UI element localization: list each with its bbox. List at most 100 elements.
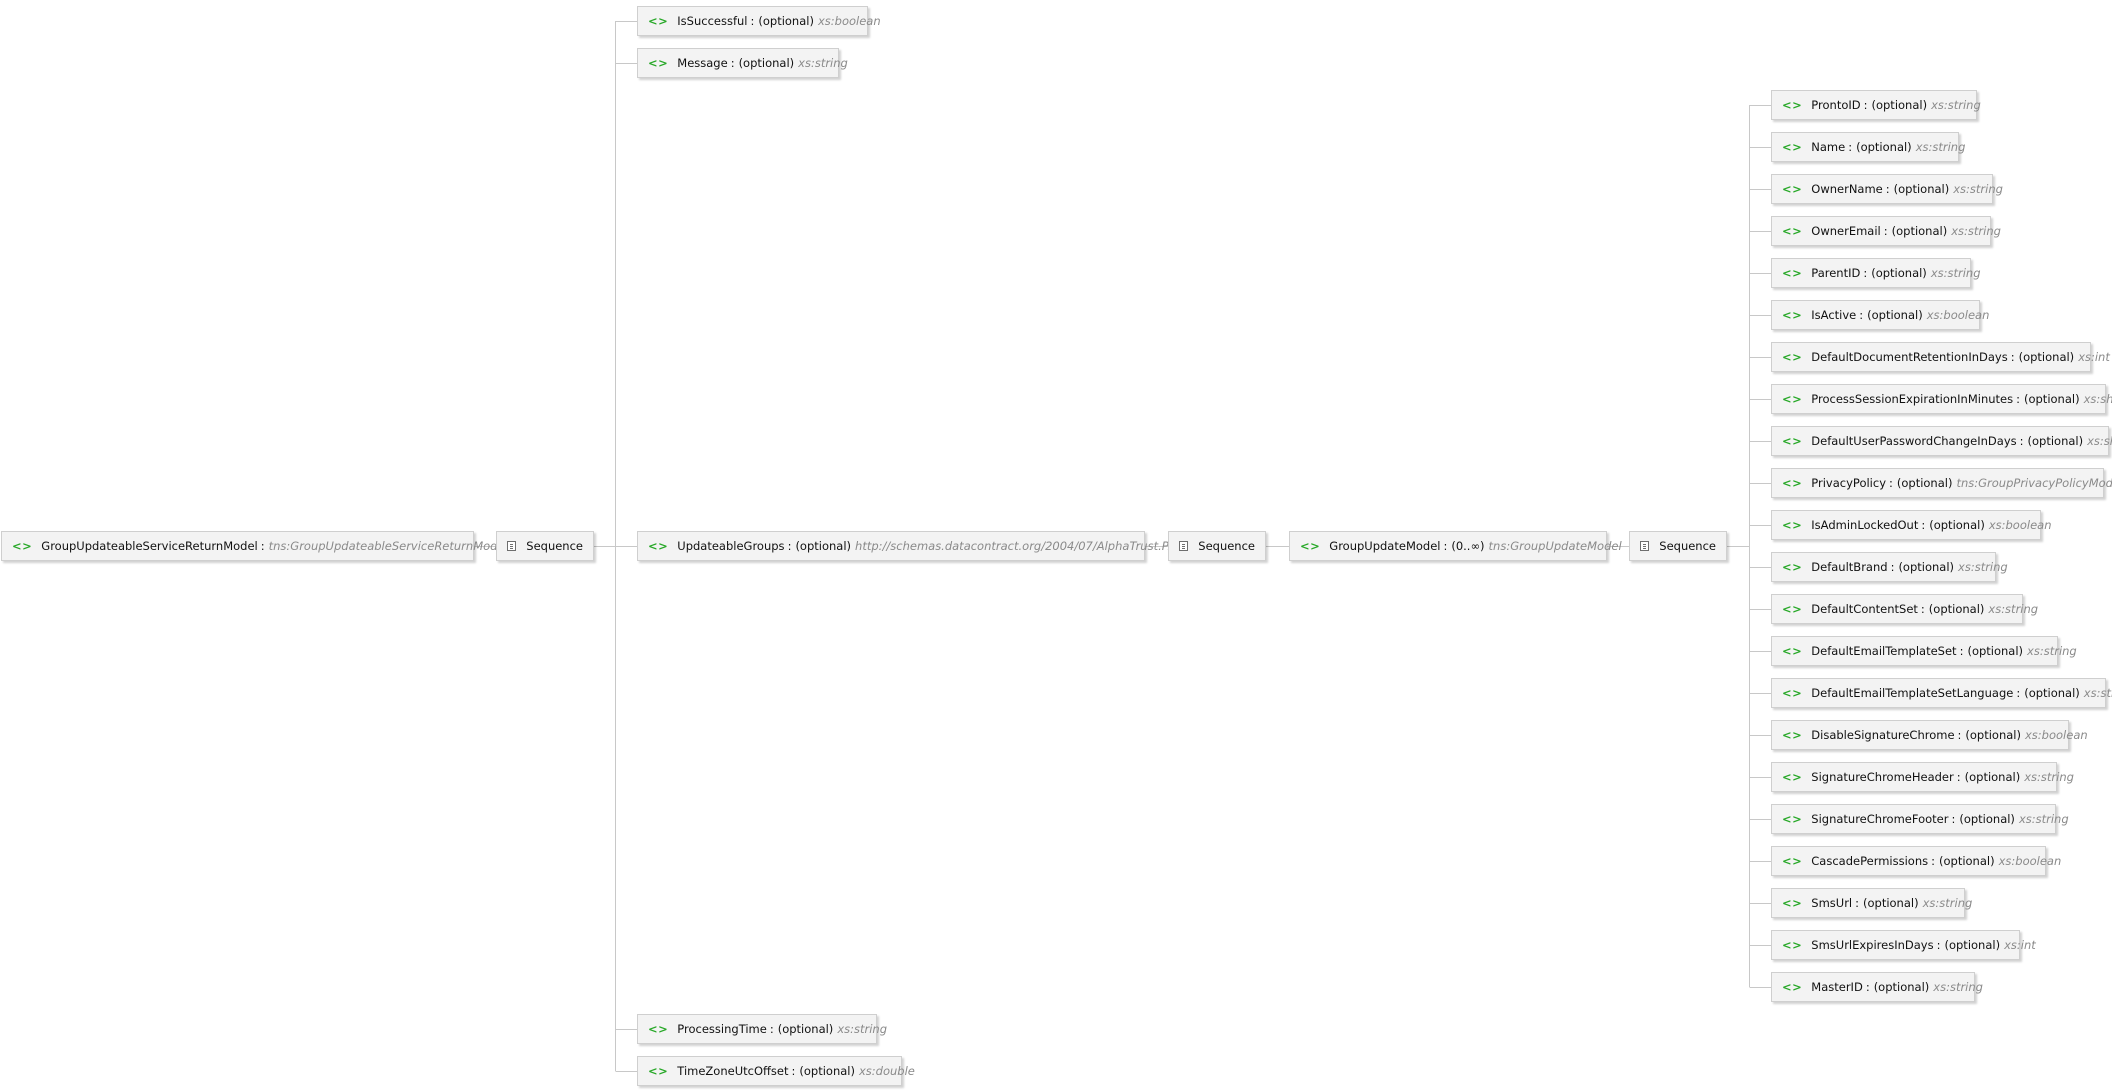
element-node-masterid[interactable]: <> MasterID : (optional) xs:string [1771, 972, 1983, 1002]
element-node-prontoid[interactable]: <> ProntoID : (optional) xs:string [1771, 90, 1981, 120]
element-name: IsAdminLockedOut [1811, 518, 1919, 532]
element-modifier: (optional) [1871, 98, 1928, 112]
element-node-defaultbrand[interactable]: <> DefaultBrand : (optional) xs:string [1771, 552, 2008, 582]
element-node-privacypolicy[interactable]: <> PrivacyPolicy : (optional) tns:GroupP… [1771, 468, 2112, 498]
element-node-root[interactable]: <> GroupUpdateableServiceReturnModel : t… [1, 531, 508, 561]
element-tag-icon: <> [648, 1064, 669, 1078]
element-type: xs:boolean [1998, 854, 2062, 868]
element-node-cascadepermissions[interactable]: <> CascadePermissions : (optional) xs:bo… [1771, 846, 2061, 876]
element-type: xs:string [1953, 182, 2003, 196]
element-type: xs:string [1951, 224, 2001, 238]
element-modifier: (optional) [795, 539, 852, 553]
element-type: xs:short [2083, 392, 2112, 406]
element-node-updateablegroups[interactable]: <> UpdateableGroups : (optional) http://… [637, 531, 1178, 561]
element-modifier: (optional) [1964, 770, 2021, 784]
element-type: xs:int [2078, 350, 2110, 364]
element-tag-icon: <> [1782, 770, 1803, 784]
element-modifier: (optional) [1939, 854, 1995, 868]
element-node-owneremail[interactable]: <> OwnerEmail : (optional) xs:string [1771, 216, 2001, 246]
element-modifier: (optional) [758, 14, 814, 28]
element-node-parentid[interactable]: <> ParentID : (optional) xs:string [1771, 258, 1981, 288]
element-modifier: (optional) [1891, 224, 1948, 238]
element-tag-icon: <> [1782, 980, 1803, 994]
element-node-groupupdatemodel[interactable]: <> GroupUpdateModel : (0..∞) tns:GroupUp… [1289, 531, 1622, 561]
element-separator: : [1885, 182, 1890, 196]
element-type: tns:GroupUpdateModel [1488, 539, 1622, 553]
element-name: SignatureChromeHeader [1811, 770, 1954, 784]
element-separator: : [1863, 98, 1868, 112]
element-name: DefaultUserPasswordChangeInDays [1811, 434, 2017, 448]
element-node-isactive[interactable]: <> IsActive : (optional) xs:boolean [1771, 300, 1989, 330]
element-modifier: (optional) [1959, 812, 2015, 826]
element-type: xs:string [2083, 686, 2112, 700]
element-type: tns:GroupPrivacyPolicyModel [1956, 476, 2112, 490]
element-type: xs:short [2087, 434, 2112, 448]
element-node-issuccessful[interactable]: <> IsSuccessful : (optional) xs:boolean [637, 6, 881, 36]
element-node-disablesignaturechrome[interactable]: <> DisableSignatureChrome : (optional) x… [1771, 720, 2088, 750]
element-node-defaultcontentset[interactable]: <> DefaultContentSet : (optional) xs:str… [1771, 594, 2038, 624]
element-name: GroupUpdateableServiceReturnModel [41, 539, 258, 553]
element-node-name[interactable]: <> Name : (optional) xs:string [1771, 132, 1965, 162]
element-node-signaturechromefooter[interactable]: <> SignatureChromeFooter : (optional) xs… [1771, 804, 2069, 834]
element-modifier: (optional) [1929, 518, 1985, 532]
element-modifier: (optional) [1867, 308, 1923, 322]
element-name: IsActive [1811, 308, 1857, 322]
element-modifier: (optional) [1896, 476, 1953, 490]
element-node-processsessionexpirationinminutes[interactable]: <> ProcessSessionExpirationInMinutes : (… [1771, 384, 2112, 414]
element-modifier: (optional) [1856, 140, 1912, 154]
element-name: ProntoID [1811, 98, 1861, 112]
element-node-signaturechromeheader[interactable]: <> SignatureChromeHeader : (optional) xs… [1771, 762, 2074, 792]
element-type: xs:string [1930, 266, 1981, 280]
element-tag-icon: <> [1782, 182, 1803, 196]
element-modifier: (optional) [1871, 266, 1927, 280]
element-tag-icon: <> [1782, 560, 1803, 574]
element-tag-icon: <> [1782, 602, 1803, 616]
sequence-label: Sequence [1659, 539, 1716, 553]
element-name: DefaultEmailTemplateSet [1811, 644, 1957, 658]
element-tag-icon: <> [648, 539, 669, 553]
element-tag-icon: <> [1782, 812, 1803, 826]
sequence-node-root[interactable]: Sequence [496, 531, 594, 561]
element-node-isadminlockedout[interactable]: <> IsAdminLockedOut : (optional) xs:bool… [1771, 510, 2051, 540]
element-node-defaultemailtemplatesetlanguage[interactable]: <> DefaultEmailTemplateSetLanguage : (op… [1771, 678, 2112, 708]
element-node-processingtime[interactable]: <> ProcessingTime : (optional) xs:string [637, 1014, 887, 1044]
element-node-smsurlexpiresindays[interactable]: <> SmsUrlExpiresInDays : (optional) xs:i… [1771, 930, 2036, 960]
element-type: xs:boolean [817, 14, 881, 28]
element-node-message[interactable]: <> Message : (optional) xs:string [637, 48, 848, 78]
element-tag-icon: <> [648, 1022, 669, 1036]
element-separator: : [769, 1022, 774, 1036]
element-name: OwnerName [1811, 182, 1883, 196]
element-type: xs:string [1922, 896, 1973, 910]
sequence-node-updateablegroups[interactable]: Sequence [1168, 531, 1266, 561]
element-type: xs:string [1931, 98, 1981, 112]
element-node-smsurl[interactable]: <> SmsUrl : (optional) xs:string [1771, 888, 1972, 918]
element-type: xs:boolean [1926, 308, 1990, 322]
element-node-timezoneutcoffset[interactable]: <> TimeZoneUtcOffset : (optional) xs:dou… [637, 1056, 915, 1086]
element-modifier: (optional) [1928, 602, 1985, 616]
element-type: xs:string [1988, 602, 2039, 616]
element-separator: : [750, 14, 755, 28]
element-node-defaultdocumentretentionindays[interactable]: <> DefaultDocumentRetentionInDays : (opt… [1771, 342, 2110, 372]
element-type: xs:string [2027, 644, 2077, 658]
element-modifier: (optional) [777, 1022, 834, 1036]
element-separator: : [1959, 644, 1964, 658]
element-tag-icon: <> [1782, 476, 1803, 490]
element-tag-icon: <> [1782, 518, 1803, 532]
element-type: tns:GroupUpdateableServiceReturnModel [268, 539, 508, 553]
element-separator: : [1859, 308, 1864, 322]
element-node-defaultemailtemplateset[interactable]: <> DefaultEmailTemplateSet : (optional) … [1771, 636, 2077, 666]
element-type: xs:boolean [2025, 728, 2088, 742]
element-name: Name [1811, 140, 1846, 154]
sequence-node-groupupdatemodel[interactable]: Sequence [1629, 531, 1727, 561]
element-node-defaultuserpasswordchangeindays[interactable]: <> DefaultUserPasswordChangeInDays : (op… [1771, 426, 2112, 456]
element-node-ownername[interactable]: <> OwnerName : (optional) xs:string [1771, 174, 2003, 204]
element-tag-icon: <> [1782, 938, 1803, 952]
element-type: xs:int [2004, 938, 2036, 952]
element-name: OwnerEmail [1811, 224, 1881, 238]
element-modifier: (optional) [2027, 434, 2084, 448]
element-separator: : [1848, 140, 1853, 154]
sequence-icon [507, 541, 517, 551]
element-modifier: (optional) [1873, 980, 1930, 994]
element-name: DefaultDocumentRetentionInDays [1811, 350, 2008, 364]
